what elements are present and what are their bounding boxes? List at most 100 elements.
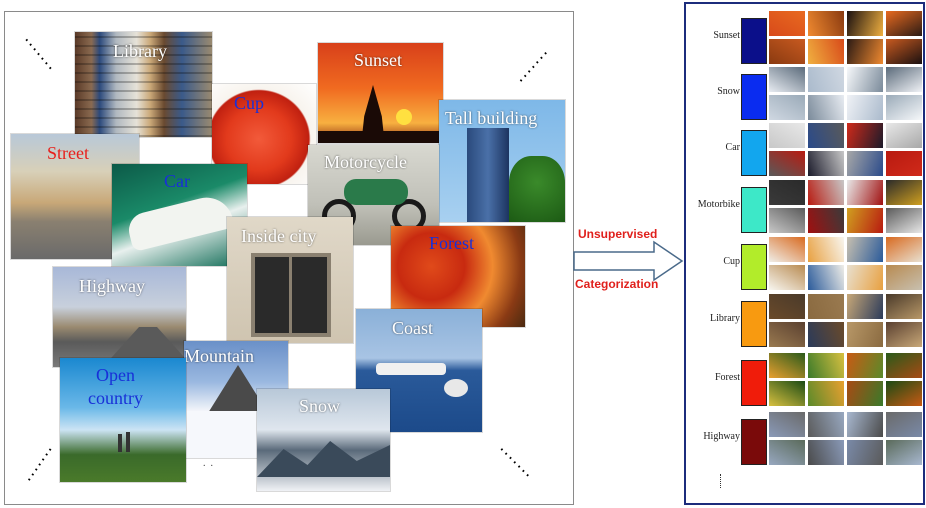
category-row-highway: Highway <box>686 409 923 467</box>
photo-snow: Snow <box>257 389 390 491</box>
photo-inside-city: Inside city <box>227 217 353 343</box>
category-thumbnail <box>886 95 922 120</box>
category-thumbnail <box>847 237 883 262</box>
category-label: Cup <box>723 256 740 267</box>
arrow-label-unsupervised: Unsupervised <box>578 227 658 241</box>
category-thumbnail <box>847 11 883 36</box>
category-thumbnail <box>847 265 883 290</box>
category-color-swatch <box>741 18 767 64</box>
category-thumbnail <box>847 412 883 437</box>
category-thumbnail <box>769 95 805 120</box>
category-thumbnail <box>847 381 883 406</box>
category-thumbnail <box>847 208 883 233</box>
category-thumbnail <box>886 11 922 36</box>
category-color-swatch <box>741 419 767 465</box>
category-row-library: Library <box>686 291 923 349</box>
category-thumbnail <box>769 294 805 319</box>
category-thumbnail <box>808 151 844 176</box>
category-thumbnail <box>769 151 805 176</box>
category-thumbnail <box>847 353 883 378</box>
ellipsis-bottom-right: ....... <box>496 437 541 482</box>
category-label: Snow <box>717 86 740 97</box>
category-thumbnail <box>769 67 805 92</box>
category-label: Library <box>710 313 740 324</box>
caption-car: Car <box>164 171 190 191</box>
category-thumbnail <box>808 440 844 465</box>
caption-open-country-2: country <box>88 388 143 408</box>
category-label: Forest <box>715 372 740 383</box>
category-thumbnail <box>847 322 883 347</box>
category-thumbnail <box>886 294 922 319</box>
category-thumbnail <box>847 123 883 148</box>
photo-car: Car <box>112 164 247 266</box>
category-color-swatch <box>741 244 767 290</box>
category-thumbnail <box>808 237 844 262</box>
category-thumbnail <box>847 151 883 176</box>
category-thumbnail <box>769 180 805 205</box>
category-thumbnail <box>769 353 805 378</box>
caption-forest: Forest <box>429 233 474 253</box>
category-thumbnail <box>886 440 922 465</box>
category-thumbnail <box>808 67 844 92</box>
category-color-swatch <box>741 130 767 176</box>
category-row-sunset: Sunset <box>686 8 923 66</box>
photo-tall-building: Tall building <box>439 100 565 222</box>
category-row-forest: Forest <box>686 350 923 408</box>
category-thumbnail <box>847 294 883 319</box>
category-thumbnail <box>769 123 805 148</box>
category-row-motorbike: Motorbike <box>686 177 923 235</box>
caption-tall-building: Tall building <box>445 108 538 128</box>
ellipsis-top-left: ....... <box>21 29 64 74</box>
category-thumbnail <box>808 208 844 233</box>
category-thumbnail <box>886 265 922 290</box>
category-row-cup: Cup <box>686 234 923 292</box>
category-thumbnail <box>886 123 922 148</box>
category-thumbnail <box>808 353 844 378</box>
ellipsis-vertical <box>720 474 722 488</box>
category-thumbnail <box>769 237 805 262</box>
category-thumbnail <box>886 39 922 64</box>
category-thumbnail <box>886 381 922 406</box>
category-thumbnail <box>886 180 922 205</box>
photo-library: Library <box>75 32 212 137</box>
category-thumbnail <box>847 180 883 205</box>
category-thumbnail <box>808 95 844 120</box>
caption-snow: Snow <box>299 396 341 416</box>
category-thumbnail <box>847 39 883 64</box>
caption-mountain: Mountain <box>184 346 254 366</box>
ellipsis-top-right: ....... <box>508 41 552 86</box>
photo-open-country: Open country <box>60 358 186 482</box>
category-color-swatch <box>741 360 767 406</box>
category-thumbnail <box>808 39 844 64</box>
category-thumbnail <box>808 11 844 36</box>
arrow-label-categorization: Categorization <box>575 277 659 291</box>
category-thumbnail <box>769 322 805 347</box>
arrow-right-icon <box>573 240 684 282</box>
category-thumbnail <box>769 440 805 465</box>
photo-highway: Highway <box>53 267 186 367</box>
caption-sunset: Sunset <box>354 50 403 70</box>
category-color-swatch <box>741 301 767 347</box>
caption-inside-city: Inside city <box>241 226 317 246</box>
category-label: Highway <box>703 431 740 442</box>
category-label: Car <box>725 142 740 153</box>
category-row-car: Car <box>686 120 923 178</box>
stray-dots: . . <box>203 458 213 469</box>
caption-street: Street <box>47 143 89 163</box>
category-thumbnail <box>808 180 844 205</box>
category-thumbnail <box>847 440 883 465</box>
category-thumbnail <box>847 67 883 92</box>
caption-motorcycle: Motorcycle <box>324 152 407 172</box>
category-thumbnail <box>808 381 844 406</box>
scene-collage-panel: ....... ....... ....... ....... Library … <box>4 11 574 505</box>
category-label: Sunset <box>713 30 740 41</box>
category-thumbnail <box>769 265 805 290</box>
category-thumbnail <box>886 67 922 92</box>
category-color-swatch <box>741 74 767 120</box>
category-thumbnail <box>808 412 844 437</box>
caption-cup: Cup <box>234 93 265 113</box>
caption-open-country-1: Open <box>96 365 135 385</box>
category-row-snow: Snow <box>686 64 923 122</box>
category-thumbnail <box>769 208 805 233</box>
category-thumbnail <box>886 353 922 378</box>
